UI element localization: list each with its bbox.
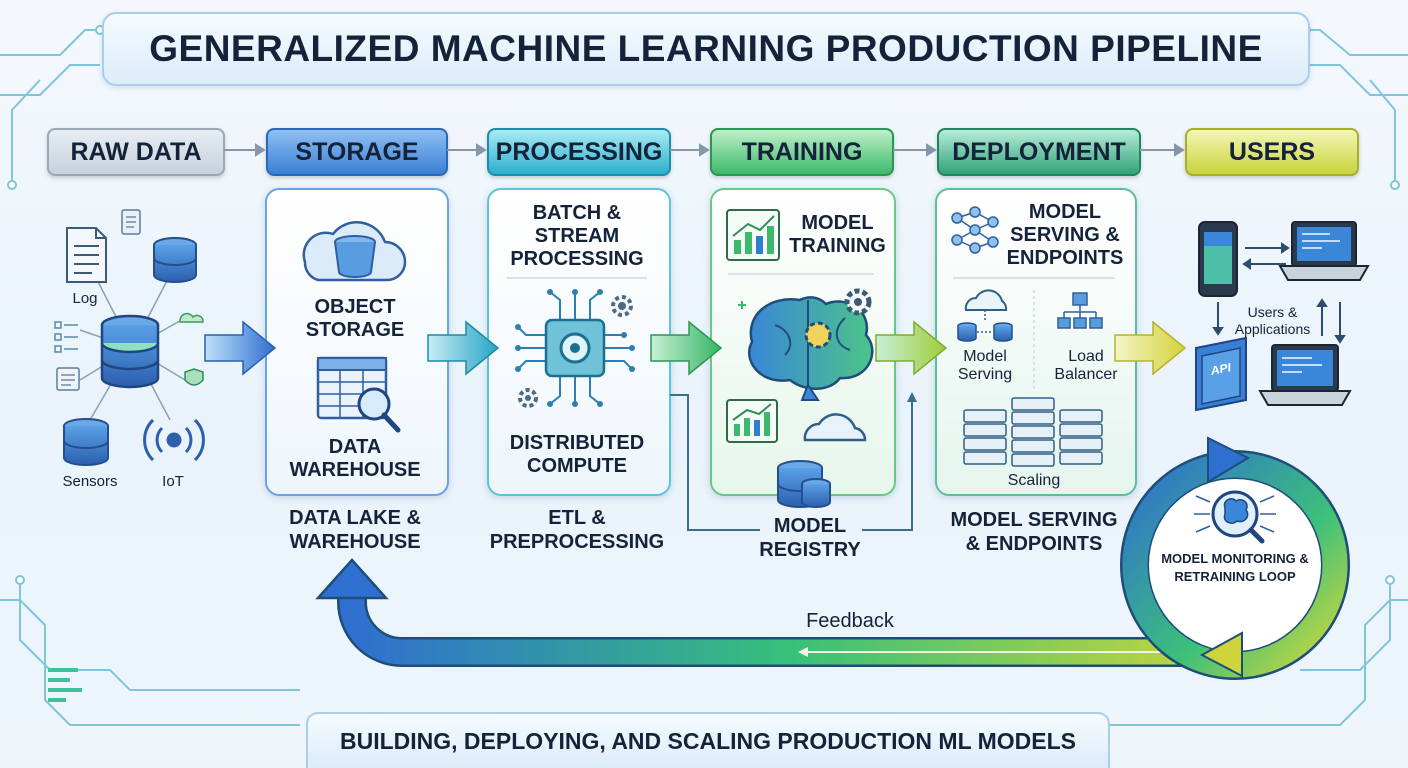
api-window-icon — [1195, 336, 1247, 412]
footer-text: BUILDING, DEPLOYING, AND SCALING PRODUCT… — [339, 727, 1076, 754]
server-racks-icon — [963, 397, 1103, 467]
flow-arrow-2 — [427, 320, 500, 376]
distributed-compute-label: DISTRIBUTED COMPUTE — [509, 432, 645, 477]
scaling-label: Scaling — [1007, 472, 1061, 489]
data-warehouse-table-icon — [316, 356, 401, 433]
stage-training: TRAINING — [710, 128, 894, 176]
object-storage-label: OBJECT STORAGE — [305, 296, 405, 341]
text-doc-icon — [56, 367, 80, 391]
monitoring-loop-ring — [1120, 436, 1350, 680]
database-icon-central — [100, 314, 160, 389]
sparkle-icon — [738, 301, 746, 309]
flow-nodes-icon — [54, 321, 78, 353]
log-file-icon — [66, 227, 107, 283]
batch-stream-label: BATCH & STREAM PROCESSING — [510, 202, 644, 270]
iot-signal-icon — [143, 418, 205, 462]
gear-icon — [611, 295, 633, 317]
cloud-small-icon — [179, 312, 204, 323]
smartphone-icon — [1198, 221, 1238, 297]
flow-arrow-1 — [204, 320, 277, 376]
sensor-database-icon — [63, 418, 109, 466]
feedback-label: Feedback — [806, 610, 894, 632]
flow-arrow-5 — [1114, 320, 1187, 376]
serving-cloud-icon — [957, 289, 1013, 342]
cloud-icon-training — [803, 413, 867, 442]
sensors-label: Sensors — [62, 473, 118, 490]
gear-icon-training — [844, 288, 872, 316]
database-icon-top — [153, 237, 197, 283]
data-warehouse-label: DATA WAREHOUSE — [289, 436, 421, 481]
shield-icon — [184, 368, 204, 386]
sync-arrows-icon — [1212, 242, 1346, 344]
document-icon-small — [121, 209, 141, 235]
neural-network-icon — [951, 206, 999, 254]
stage-raw-data: RAW DATA — [47, 128, 225, 176]
model-serving-label: Model Serving — [957, 348, 1013, 383]
model-training-label: MODEL TRAINING — [789, 212, 886, 257]
stage-deployment: DEPLOYMENT — [937, 128, 1141, 176]
brain-icon — [747, 296, 874, 401]
flow-arrow-4 — [875, 320, 948, 376]
gear-icon-small — [518, 388, 538, 408]
stage-storage: STORAGE — [266, 128, 448, 176]
registry-database-icon — [777, 460, 831, 508]
cloud-bucket-icon — [302, 221, 407, 282]
flow-arrow-3 — [650, 320, 723, 376]
page-title: GENERALIZED MACHINE LEARNING PRODUCTION … — [149, 28, 1263, 69]
monitoring-loop-label: MODEL MONITORING & RETRAINING LOOP — [1161, 551, 1309, 584]
deployment-caption: MODEL SERVING & ENDPOINTS — [950, 509, 1118, 555]
growth-chart-icon — [726, 209, 780, 261]
deployment-heading: MODEL SERVING & ENDPOINTS — [1006, 201, 1124, 269]
mini-chart-icon — [726, 399, 778, 443]
footer-banner: BUILDING, DEPLOYING, AND SCALING PRODUCT… — [306, 712, 1110, 768]
monitoring-brain-icon — [1194, 490, 1276, 544]
users-applications-label: Users & Applications — [1234, 304, 1311, 337]
stage-processing: PROCESSING — [487, 128, 671, 176]
model-registry-label: MODEL REGISTRY — [759, 515, 861, 561]
load-balancer-label: Load Balancer — [1054, 348, 1118, 383]
storage-caption: DATA LAKE & WAREHOUSE — [289, 507, 421, 553]
laptop-icon-top — [1278, 221, 1370, 281]
processing-caption: ETL & PREPROCESSING — [489, 507, 665, 553]
processor-chip-icon — [515, 289, 635, 407]
iot-label: IoT — [162, 473, 184, 490]
laptop-icon-bottom — [1258, 344, 1352, 406]
load-balancer-icon — [1057, 292, 1103, 329]
stage-users: USERS — [1185, 128, 1359, 176]
title-banner: GENERALIZED MACHINE LEARNING PRODUCTION … — [102, 12, 1310, 86]
log-label: Log — [72, 290, 98, 307]
feedback-arrow — [315, 558, 1228, 667]
